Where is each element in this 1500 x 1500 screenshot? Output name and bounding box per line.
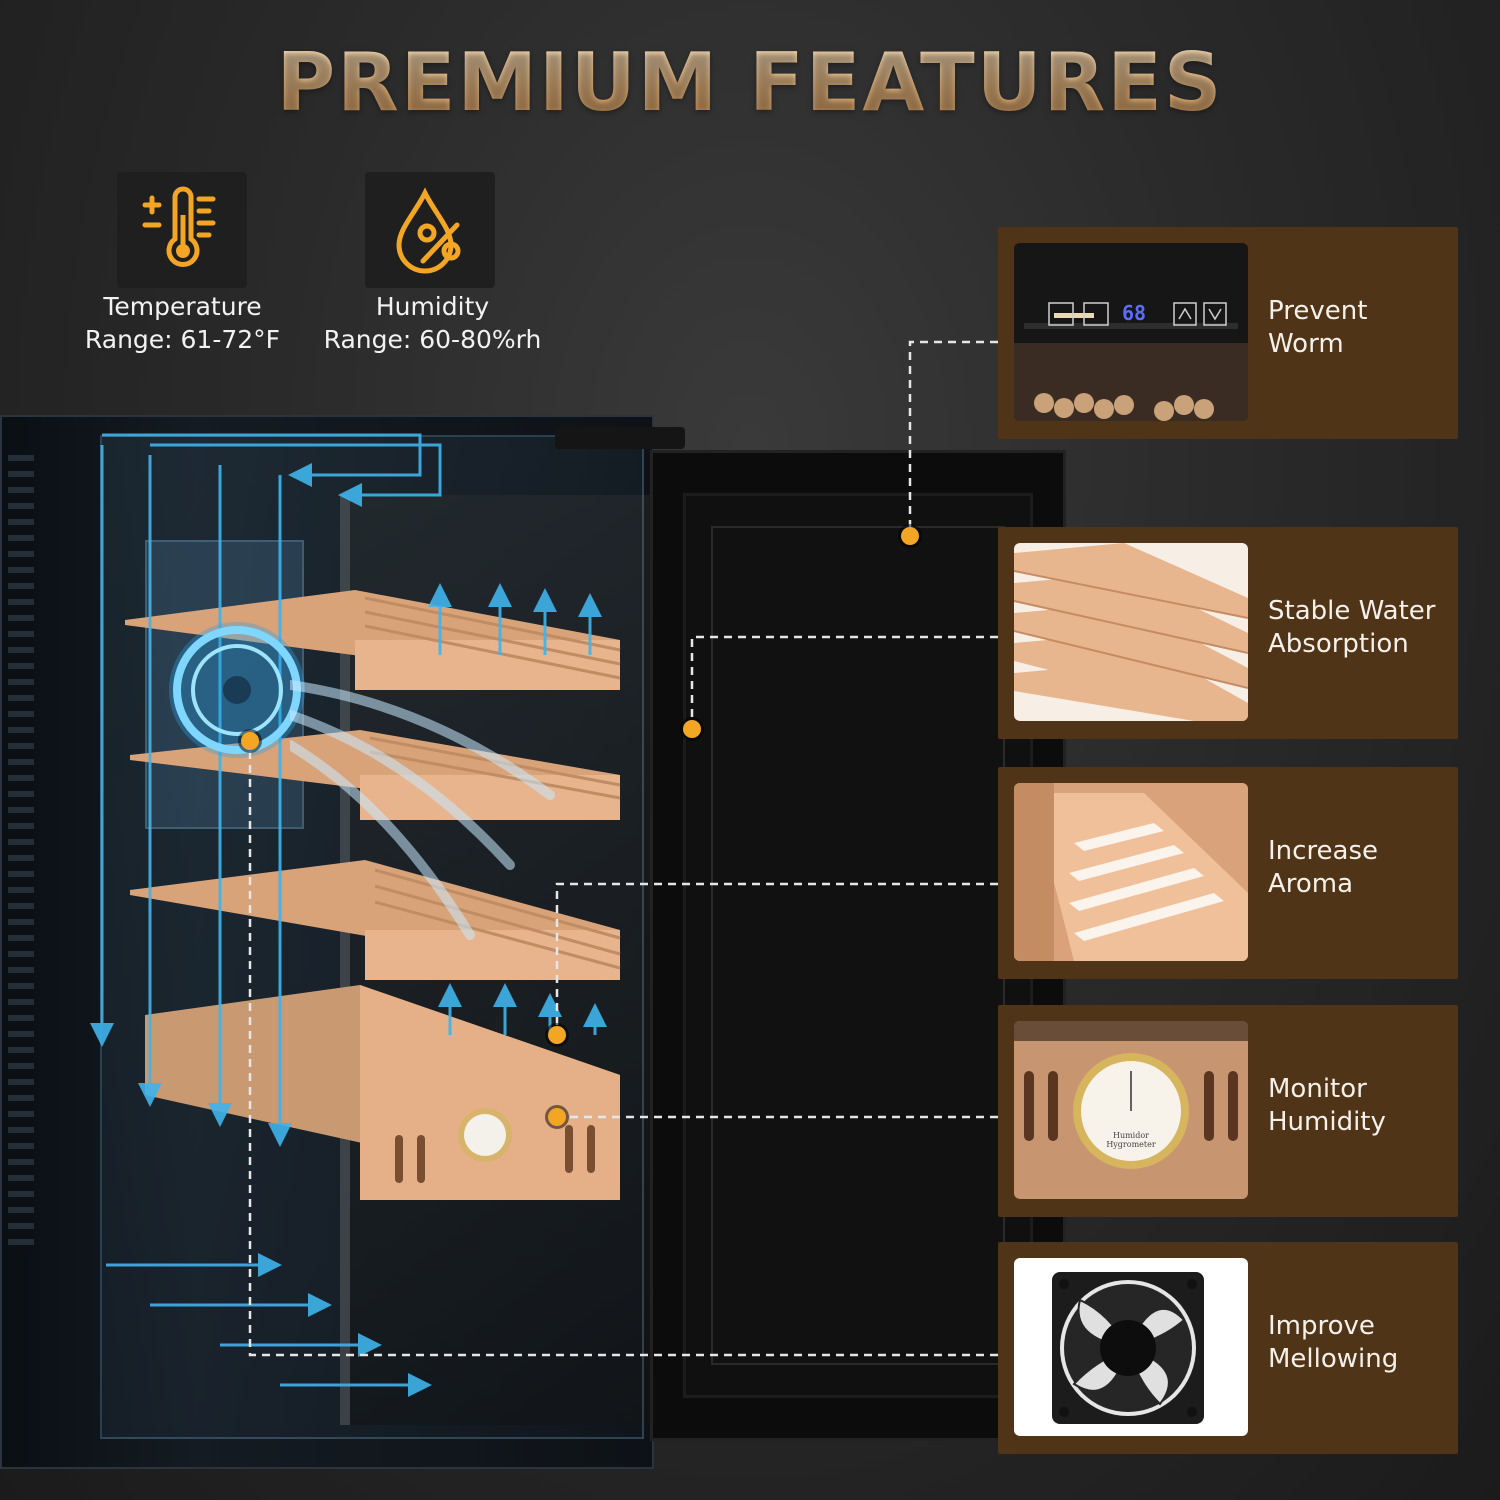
feature-improve-mellowing: Improve Mellowing [998,1242,1458,1454]
feature-label-line2: Worm [1268,329,1344,359]
feature-label-line2: Humidity [1268,1107,1386,1137]
feature-label-line1: Monitor [1268,1074,1367,1104]
humidity-range: Range: 60-80%rh [323,325,542,354]
thermometer-icon [142,186,216,267]
side-vent [8,455,34,1255]
page-title: PREMIUM FEATURES [0,36,1500,129]
humidity-spec-text: Humidity Range: 60-80%rh [305,290,560,356]
feature-label: Prevent Worm [1268,295,1367,361]
feature-label: Monitor Humidity [1268,1073,1386,1139]
feature-label-line2: Mellowing [1268,1344,1399,1374]
humidity-spec [365,172,495,288]
callout-dot-door-seal [901,527,919,545]
feature-label-line1: Improve [1268,1311,1375,1341]
cedar-drawer [145,985,620,1200]
callout-dot-fan [241,732,259,750]
temperature-display: 68 [1122,301,1147,325]
control-panel-thumbnail: 68 [1014,243,1248,421]
feature-label-line1: Increase [1268,836,1379,866]
door-panel [711,526,1005,1365]
feature-label: Improve Mellowing [1268,1310,1398,1376]
feature-monitor-humidity: Humidor Hygrometer Monitor Humidity [998,1005,1458,1217]
cedar-shelf-1 [125,590,621,690]
feature-label-line2: Absorption [1268,629,1409,659]
humidity-icon [396,187,461,274]
feature-label-line1: Stable Water [1268,596,1436,626]
feature-label-line1: Prevent [1268,296,1368,326]
cedar-shelf-thumbnail [1014,543,1248,721]
door-handle [555,427,685,449]
humidity-label: Humidity [375,292,490,321]
temperature-label: Temperature [103,292,262,321]
hygrometer-label: Humidor Hygrometer [1094,1131,1168,1149]
callout-dot-shelf [683,720,701,738]
hygrometer-thumbnail: Humidor Hygrometer [1014,1021,1248,1199]
cedar-drawer-thumbnail [1014,783,1248,961]
cooling-fan-thumbnail [1014,1258,1248,1436]
feature-increase-aroma: Increase Aroma [998,767,1458,979]
callout-dot-hygrometer [548,1108,566,1126]
temperature-spec-text: Temperature Range: 61-72°F [70,290,295,356]
cedar-shelf-3 [130,860,621,980]
feature-label-line2: Aroma [1268,869,1354,899]
airflow-arrows [90,433,607,1397]
feature-prevent-worm: 68 Prevent Worm [998,227,1458,439]
callout-dot-drawer [548,1026,566,1044]
temperature-spec [117,172,247,288]
temperature-range: Range: 61-72°F [84,325,281,354]
feature-label: Increase Aroma [1268,835,1378,901]
hygrometer-label-line1: Humidor [1112,1131,1150,1140]
hygrometer-label-line2: Hygrometer [1106,1140,1156,1149]
cedar-shelf-2 [130,730,621,820]
cooling-fan-icon [1052,1272,1204,1424]
feature-label: Stable Water Absorption [1268,595,1435,661]
feature-stable-water-absorption: Stable Water Absorption [998,527,1458,739]
airflow-streaks [290,680,555,940]
